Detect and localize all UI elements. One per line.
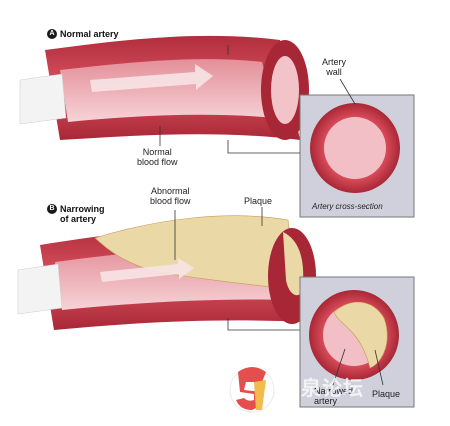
inset-plaque-label: Plaque: [372, 389, 401, 399]
artery-stump-left: [19, 73, 67, 125]
normal-blood-flow-label: Normal blood flow: [137, 147, 178, 167]
narrowed-stump-left: [17, 263, 63, 315]
narrowed-artery-tube: [17, 215, 316, 330]
narrowed-inset-connector: [227, 318, 300, 331]
cross-section-panel-narrowed: [299, 276, 415, 408]
abnormal-flow-arrow: [100, 258, 194, 282]
plaque-label: Plaque: [244, 196, 273, 206]
panel-a-title: A Normal artery: [47, 29, 119, 39]
normal-artery-tube: [19, 35, 309, 140]
normal-inset-connector: [227, 140, 300, 154]
watermark-text: 顺泉论坛: [280, 378, 364, 400]
cross-section-plaque: [333, 301, 388, 369]
cross-section-caption: Artery cross-section: [312, 202, 383, 211]
narrowed-artery-label: Narrowed artery: [314, 386, 354, 406]
plaque-buildup: [94, 215, 297, 291]
artery-wall-leader: [339, 78, 356, 105]
cross-section-panel-normal: [159, 45, 415, 218]
normal-flow-arrow: [90, 64, 213, 92]
panel-a-badge: A: [47, 29, 57, 39]
panel-b-title: B Narrowing of artery: [47, 204, 105, 224]
panel-b-badge: B: [47, 204, 57, 214]
watermark-logo: [229, 367, 275, 413]
abnormal-blood-flow-label: Abnormal blood flow: [150, 186, 191, 206]
artery-wall-label: Artery wall: [322, 57, 347, 77]
